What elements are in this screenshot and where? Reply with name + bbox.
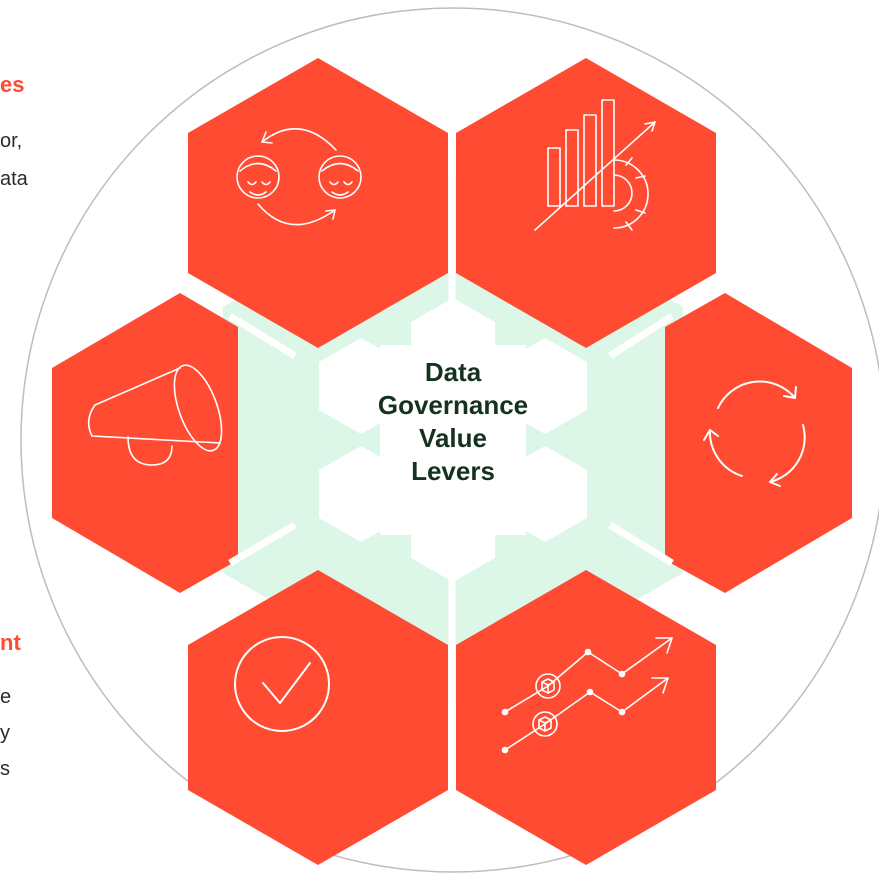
top-side-line-1: or, — [0, 130, 23, 152]
lever-hex-top-left[interactable] — [188, 58, 448, 348]
bottom-side-line-3: s — [0, 758, 10, 780]
lever-hex-bottom-left[interactable] — [188, 570, 448, 865]
bottom-side-heading-fragment: nt — [0, 630, 21, 655]
lever-hex-top-right[interactable] — [456, 58, 716, 348]
center-label-line-4: Levers — [411, 456, 495, 486]
refresh-cycle-icon — [703, 380, 806, 487]
outer-circle — [20, 7, 879, 873]
growth-chart-gear-icon — [534, 99, 656, 231]
trend-lines-icon — [501, 637, 673, 754]
checkmark-circle-icon — [234, 636, 330, 732]
top-side-heading-fragment: es — [0, 72, 25, 97]
center-hub — [319, 298, 587, 582]
lever-hex-left[interactable] — [52, 293, 238, 593]
lever-hex-bottom-right[interactable] — [456, 570, 716, 865]
lever-hex-right[interactable] — [665, 293, 852, 593]
people-exchange-icon — [236, 128, 362, 226]
bottom-side-line-2: y — [0, 722, 10, 744]
center-label: Data Governance Value Levers — [329, 356, 577, 488]
center-label-line-1: Data — [424, 357, 482, 387]
center-label-line-2: Governance — [377, 390, 529, 420]
hex-separators — [228, 96, 674, 790]
lever-hexagons — [52, 58, 852, 865]
megaphone-icon — [87, 364, 223, 466]
bottom-side-line-1: e — [0, 686, 12, 708]
center-label-line-3: Value — [419, 423, 487, 453]
top-side-line-2: ata — [0, 168, 28, 190]
